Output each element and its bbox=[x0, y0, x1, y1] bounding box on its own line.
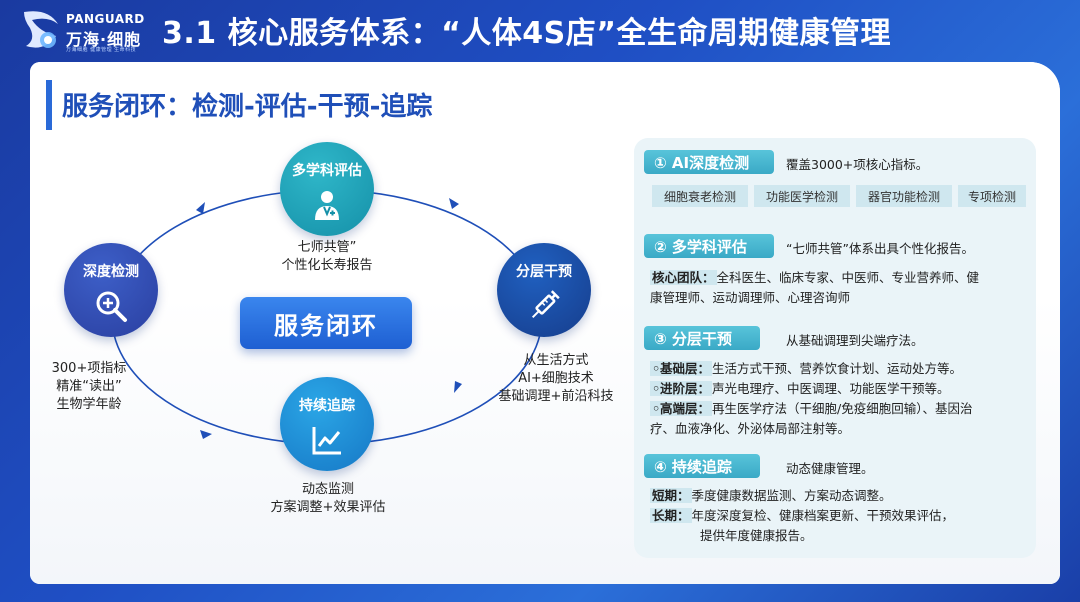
loop-arrow-top-right bbox=[449, 198, 459, 209]
tag-cell-aging: 细胞衰老检测 bbox=[652, 185, 748, 207]
s4-description: 动态健康管理。 bbox=[786, 461, 874, 476]
tag-special-test: 专项检测 bbox=[958, 185, 1026, 207]
mid-text: 声光电理疗、中医调理、功能医学干预等。 bbox=[712, 381, 950, 396]
logo-english: PANGUARD bbox=[66, 12, 145, 26]
loop-arrow-bottom-left bbox=[200, 430, 212, 439]
pill-ai-detection: ① AI深度检测 bbox=[644, 150, 774, 174]
node-tiered-intervention: 分层干预 bbox=[497, 243, 591, 337]
node-deep-detection: 深度检测 bbox=[64, 243, 158, 337]
long-label: 长期： bbox=[650, 508, 692, 523]
assess-caption-line2: 个性化长寿报告 bbox=[281, 258, 373, 273]
high-text-2: 疗、血液净化、外泌体局部注射等。 bbox=[650, 421, 851, 436]
logo-subtitle: 万海细胞 健康管理 生命科技 bbox=[66, 47, 137, 53]
long-text-2: 提供年度健康报告。 bbox=[700, 528, 813, 543]
s1-description: 覆盖3000+项核心指标。 bbox=[786, 157, 929, 172]
short-text: 季度健康数据监测、方案动态调整。 bbox=[691, 488, 892, 503]
node-intervene-title: 分层干预 bbox=[516, 264, 572, 280]
intervene-caption-line3: 基础调理+前沿科技 bbox=[498, 389, 614, 404]
basic-text: 生活方式干预、营养饮食计划、运动处方等。 bbox=[712, 361, 963, 376]
team-line2: 康管理师、运动调理师、心理咨询师 bbox=[650, 290, 851, 305]
node-assess-title: 多学科评估 bbox=[292, 163, 362, 179]
long-text-1: 年度深度复检、健康档案更新、干预效果评估， bbox=[691, 508, 955, 523]
section-accent-bar bbox=[46, 80, 52, 130]
pill-continuous-tracking: ④ 持续追踪 bbox=[644, 454, 760, 478]
high-text-1: 再生医学疗法（干细胞/免疫细胞回输）、基因治 bbox=[712, 401, 973, 416]
service-loop-center-label: 服务闭环 bbox=[240, 297, 412, 349]
detect-caption-line1: 300+项指标 bbox=[51, 361, 127, 376]
doctor-icon bbox=[315, 191, 339, 220]
track-caption-line2: 方案调整+效果评估 bbox=[270, 500, 386, 515]
logo-mark-icon bbox=[24, 11, 58, 48]
page-title: 3.1 核心服务体系：“人体4S店”全生命周期健康管理 bbox=[162, 16, 892, 51]
header: PANGUARD 万海·细胞 万海细胞 健康管理 生命科技 3.1 核心服务体系… bbox=[0, 0, 1080, 58]
detect-caption-line3: 生物学年龄 bbox=[56, 397, 122, 412]
team-label: 核心团队： bbox=[650, 270, 717, 285]
loop-arrow-bottom-right bbox=[454, 381, 462, 393]
s4-periods: 短期：季度健康数据监测、方案动态调整。 长期：年度深度复检、健康档案更新、干预效… bbox=[650, 486, 1030, 546]
intervene-caption-line2: AI+细胞技术 bbox=[518, 371, 594, 386]
content-card: 服务闭环：检测-评估-干预-追踪 多学科评估 七师共管” 个性化长寿报告 深度检… bbox=[30, 62, 1060, 584]
short-label: 短期： bbox=[650, 488, 692, 503]
node-continuous-tracking: 持续追踪 bbox=[280, 377, 374, 471]
s2-description: “七师共管”体系出具个性化报告。 bbox=[786, 241, 974, 256]
s3-description: 从基础调理到尖端疗法。 bbox=[786, 333, 924, 348]
node-intervene-caption: 从生活方式 AI+细胞技术 基础调理+前沿科技 bbox=[486, 352, 626, 406]
node-track-caption: 动态监测 方案调整+效果评估 bbox=[260, 481, 396, 517]
node-assess-caption: 七师共管” 个性化长寿报告 bbox=[275, 239, 379, 275]
tag-functional-medicine: 功能医学检测 bbox=[754, 185, 850, 207]
trend-chart-icon bbox=[312, 427, 341, 455]
node-track-title: 持续追踪 bbox=[299, 398, 355, 414]
team-line1: 全科医生、临床专家、中医师、专业营养师、健 bbox=[716, 270, 980, 285]
detect-caption-line2: 精准“读出” bbox=[56, 379, 122, 394]
pill-multidisciplinary: ② 多学科评估 bbox=[644, 234, 774, 258]
logo-chinese: 万海·细胞 bbox=[66, 30, 142, 49]
node-multidisciplinary-assessment: 多学科评估 bbox=[280, 142, 374, 236]
high-label: ◦高端层： bbox=[650, 401, 712, 416]
syringe-icon bbox=[531, 290, 560, 319]
intervene-caption-line1: 从生活方式 bbox=[523, 353, 589, 368]
assess-caption-line1: 七师共管” bbox=[297, 240, 357, 255]
mid-label: ◦进阶层： bbox=[650, 381, 712, 396]
s2-team: 核心团队：全科医生、临床专家、中医师、专业营养师、健 康管理师、运动调理师、心理… bbox=[650, 268, 1030, 308]
basic-label: ◦基础层： bbox=[650, 361, 712, 376]
node-detect-caption: 300+项指标 精准“读出” 生物学年龄 bbox=[34, 360, 144, 414]
s3-levels: ◦基础层：生活方式干预、营养饮食计划、运动处方等。 ◦进阶层：声光电理疗、中医调… bbox=[650, 359, 1030, 439]
logo: PANGUARD 万海·细胞 万海细胞 健康管理 生命科技 bbox=[18, 6, 148, 54]
tag-organ-function: 器官功能检测 bbox=[856, 185, 952, 207]
pill-tiered-intervention: ③ 分层干预 bbox=[644, 326, 760, 350]
section-title: 服务闭环：检测-评估-干预-追踪 bbox=[62, 92, 433, 122]
track-caption-line1: 动态监测 bbox=[301, 482, 354, 497]
loop-arrow-top-left bbox=[196, 202, 205, 214]
node-detect-title: 深度检测 bbox=[83, 264, 139, 280]
magnifier-plus-icon bbox=[96, 291, 127, 322]
